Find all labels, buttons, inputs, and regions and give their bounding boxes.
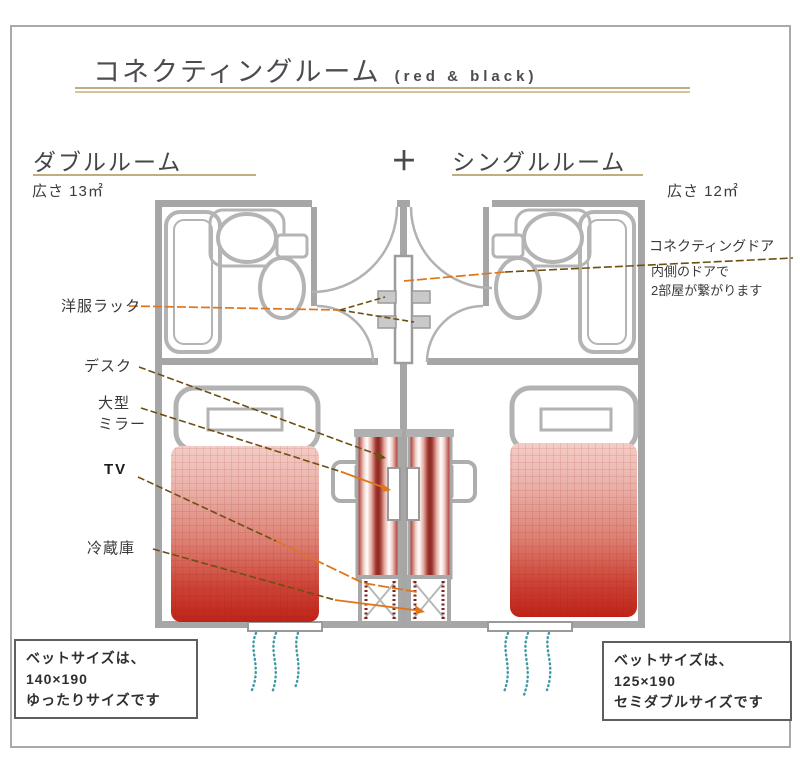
page-title: コネクティングルーム — [93, 57, 381, 87]
label-tv: TV — [104, 461, 128, 478]
outer-frame — [10, 25, 791, 748]
right-toilet-tank — [491, 233, 525, 259]
connecting-door-note-line1: 内側のドアで — [651, 264, 730, 279]
left-sink — [216, 212, 278, 264]
clothes-racks — [377, 290, 431, 329]
label-connecting-door: コネクティングドア — [649, 238, 775, 254]
connecting-door-note-line2: 2部屋が繋がります — [651, 283, 763, 298]
right-bed-note-line2: 125×190 — [614, 673, 676, 689]
label-desk: デスク — [84, 358, 133, 375]
right-entry-arc — [409, 206, 493, 290]
right-bed-note-line3: セミダブルサイズです — [614, 694, 764, 710]
connecting-door-note: 内側のドアで 2部屋が繋がります — [651, 262, 762, 300]
left-bed-note-box: ベットサイズは、 140×190 ゆったりサイズです — [14, 639, 198, 719]
accent-underlines — [33, 87, 690, 176]
leader-lines — [128, 257, 794, 614]
right-room-size: 広さ 12㎡ — [667, 183, 739, 200]
right-bed-note-box: ベットサイズは、 125×190 セミダブルサイズです — [602, 641, 792, 721]
label-fridge: 冷蔵庫 — [87, 540, 136, 557]
right-bathroom — [491, 208, 636, 354]
left-mirror — [387, 467, 401, 521]
page-title-row: コネクティングルーム (red & black) — [93, 50, 537, 89]
connecting-door — [393, 254, 414, 365]
left-headboard — [173, 385, 321, 453]
desk-units — [331, 429, 477, 580]
left-bed-note-line1: ベットサイズは、 — [26, 650, 146, 666]
plus-sign: ＋ — [391, 146, 418, 176]
label-clothes-rack: 洋服ラック — [61, 298, 142, 315]
left-bath-door-arc — [316, 304, 375, 363]
right-toilet — [494, 256, 542, 320]
left-room-heading: ダブルルーム — [33, 149, 183, 175]
page-title-sub: (red & black) — [394, 68, 538, 85]
right-window — [487, 621, 573, 632]
window-waves — [250, 631, 552, 697]
right-bath-door-arc — [425, 304, 484, 363]
left-bathroom — [164, 208, 309, 354]
left-toilet-tank — [275, 233, 309, 259]
left-toilet — [258, 256, 306, 320]
right-room-heading: シングルルーム — [452, 149, 627, 175]
right-headboard — [509, 385, 639, 453]
left-window — [247, 621, 323, 632]
door-arcs — [311, 206, 493, 363]
left-bed-note-line3: ゆったりサイズです — [26, 692, 161, 708]
connecting-door-group — [377, 254, 431, 365]
cabinets — [358, 575, 451, 625]
label-mirror-line1: 大型 — [98, 395, 131, 412]
left-entry-arc — [311, 206, 399, 294]
left-bed-note-line2: 140×190 — [26, 671, 88, 687]
left-room-size: 広さ 13㎡ — [32, 183, 104, 200]
right-sink — [522, 212, 584, 264]
label-mirror: 大型 ミラー — [98, 393, 146, 435]
right-bed-group — [509, 385, 639, 617]
left-bed-group — [171, 385, 321, 622]
right-mirror — [406, 467, 420, 521]
label-mirror-line2: ミラー — [98, 416, 147, 433]
right-bed-note-line1: ベットサイズは、 — [614, 652, 734, 668]
walls — [155, 200, 645, 628]
